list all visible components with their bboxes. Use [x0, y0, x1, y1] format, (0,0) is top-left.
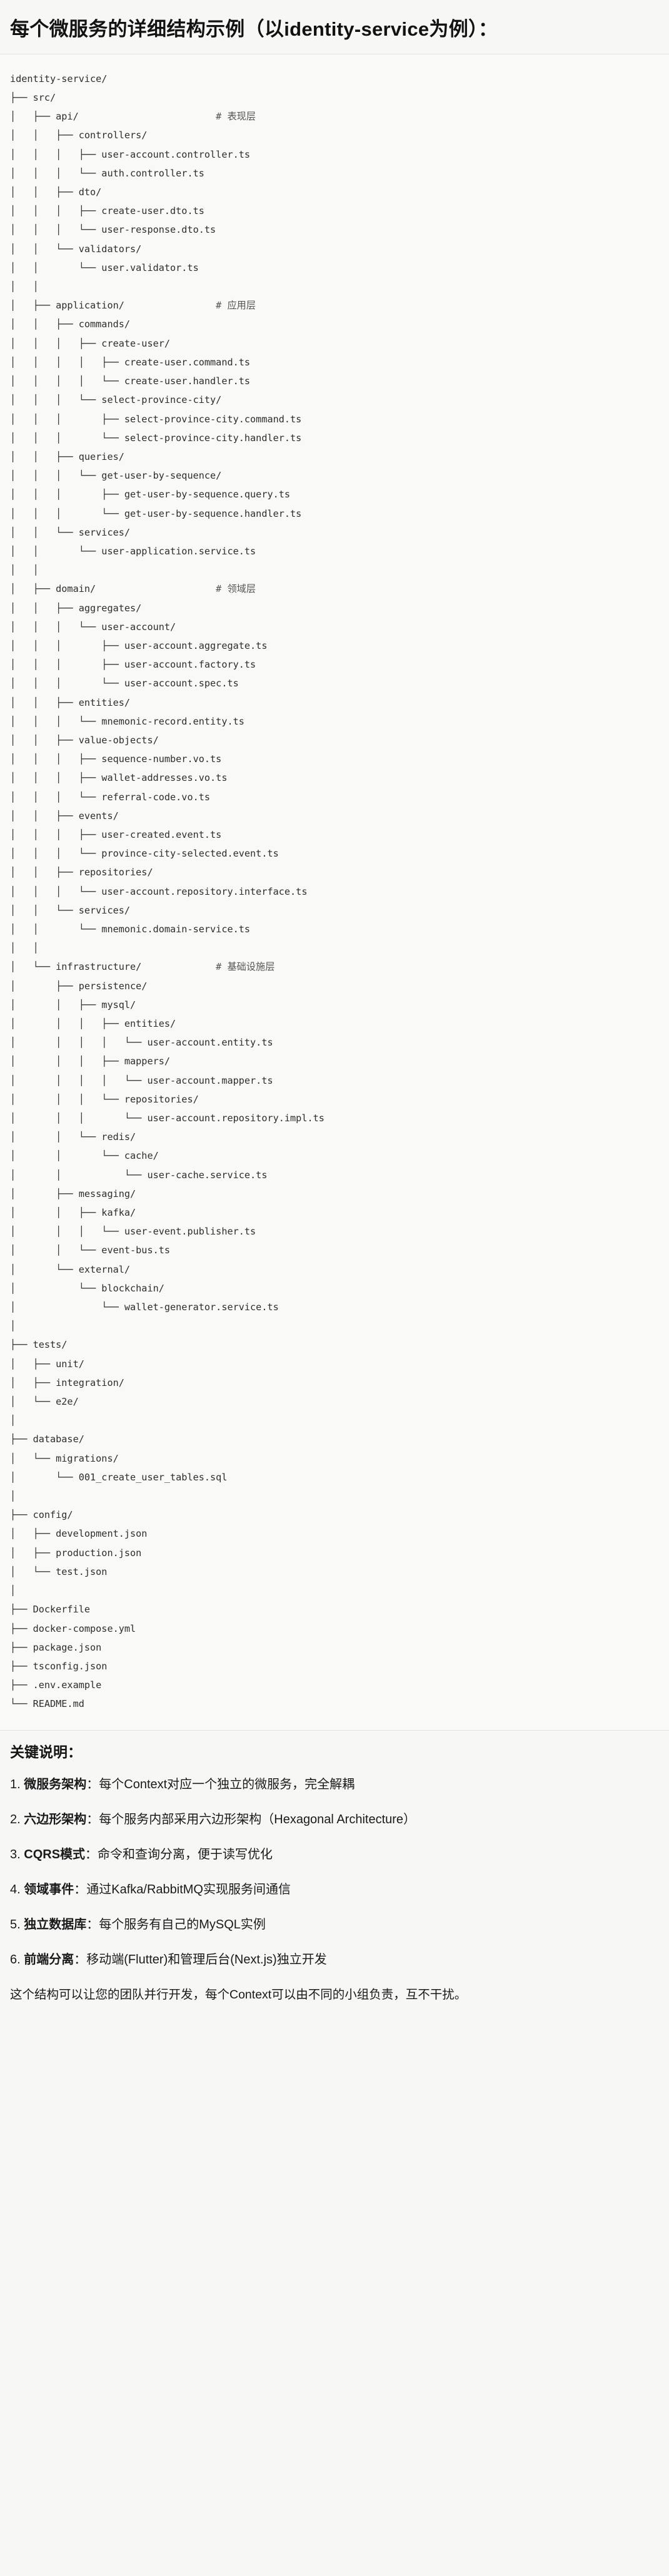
- key-note-item: 4. 领域事件：通过Kafka/RabbitMQ实现服务间通信: [10, 1880, 659, 1899]
- key-note-separator: ：: [74, 1883, 87, 1897]
- key-note-separator: ：: [86, 1813, 99, 1827]
- closing-paragraph: 这个结构可以让您的团队并行开发，每个Context可以由不同的小组负责，互不干扰…: [10, 1988, 467, 2002]
- key-note-item: 2. 六边形架构：每个服务内部采用六边形架构（Hexagonal Archite…: [10, 1810, 659, 1829]
- tree-comment: # 基础设施层: [216, 961, 275, 973]
- document-header: 每个微服务的详细结构示例（以identity-service为例）：: [0, 0, 669, 54]
- key-note-separator: ：: [85, 1848, 98, 1862]
- key-note-number: 6.: [10, 1953, 24, 1967]
- key-note-separator: ：: [86, 1918, 99, 1932]
- tree-comment: # 应用层: [216, 300, 256, 312]
- key-note-term: 前端分离: [24, 1953, 74, 1967]
- key-note-term: 六边形架构: [24, 1813, 87, 1827]
- key-note-term: CQRS模式: [24, 1848, 86, 1862]
- key-note-description: 命令和查询分离，便于读写优化: [98, 1848, 273, 1862]
- key-note-term: 微服务架构: [24, 1778, 87, 1792]
- tree-divider: [0, 1729, 669, 1731]
- key-notes-heading: 关键说明：: [10, 1743, 82, 1760]
- key-note-item: 1. 微服务架构：每个Context对应一个独立的微服务，完全解耦: [10, 1775, 659, 1794]
- key-note-separator: ：: [86, 1778, 99, 1792]
- key-note-description: 每个服务内部采用六边形架构（Hexagonal Architecture）: [99, 1813, 416, 1827]
- key-note-item: 6. 前端分离：移动端(Flutter)和管理后台(Next.js)独立开发: [10, 1950, 659, 1969]
- key-note-description: 每个服务有自己的MySQL实例: [99, 1918, 266, 1932]
- key-note-number: 4.: [10, 1883, 24, 1897]
- tree-comment: # 领域层: [216, 583, 256, 595]
- page-title: 每个微服务的详细结构示例（以identity-service为例）：: [10, 18, 498, 40]
- key-note-number: 5.: [10, 1918, 24, 1932]
- directory-tree: identity-service/ ├── src/ │ ├── api/ # …: [10, 73, 324, 1710]
- key-note-item: 5. 独立数据库：每个服务有自己的MySQL实例: [10, 1915, 659, 1934]
- document-page: 每个微服务的详细结构示例（以identity-service为例）： ident…: [0, 0, 669, 2032]
- key-note-term: 独立数据库: [24, 1918, 87, 1932]
- key-note-description: 移动端(Flutter)和管理后台(Next.js)独立开发: [86, 1953, 327, 1967]
- key-note-description: 每个Context对应一个独立的微服务，完全解耦: [99, 1778, 355, 1792]
- key-note-number: 3.: [10, 1848, 24, 1862]
- directory-tree-block: identity-service/ ├── src/ │ ├── api/ # …: [0, 54, 669, 1730]
- key-note-item: 3. CQRS模式：命令和查询分离，便于读写优化: [10, 1845, 659, 1864]
- key-note-separator: ：: [74, 1953, 87, 1967]
- key-note-description: 通过Kafka/RabbitMQ实现服务间通信: [86, 1883, 291, 1897]
- key-note-number: 1.: [10, 1778, 24, 1792]
- key-note-term: 领域事件: [24, 1883, 74, 1897]
- key-note-number: 2.: [10, 1813, 24, 1827]
- tree-comment: # 表现层: [216, 111, 256, 123]
